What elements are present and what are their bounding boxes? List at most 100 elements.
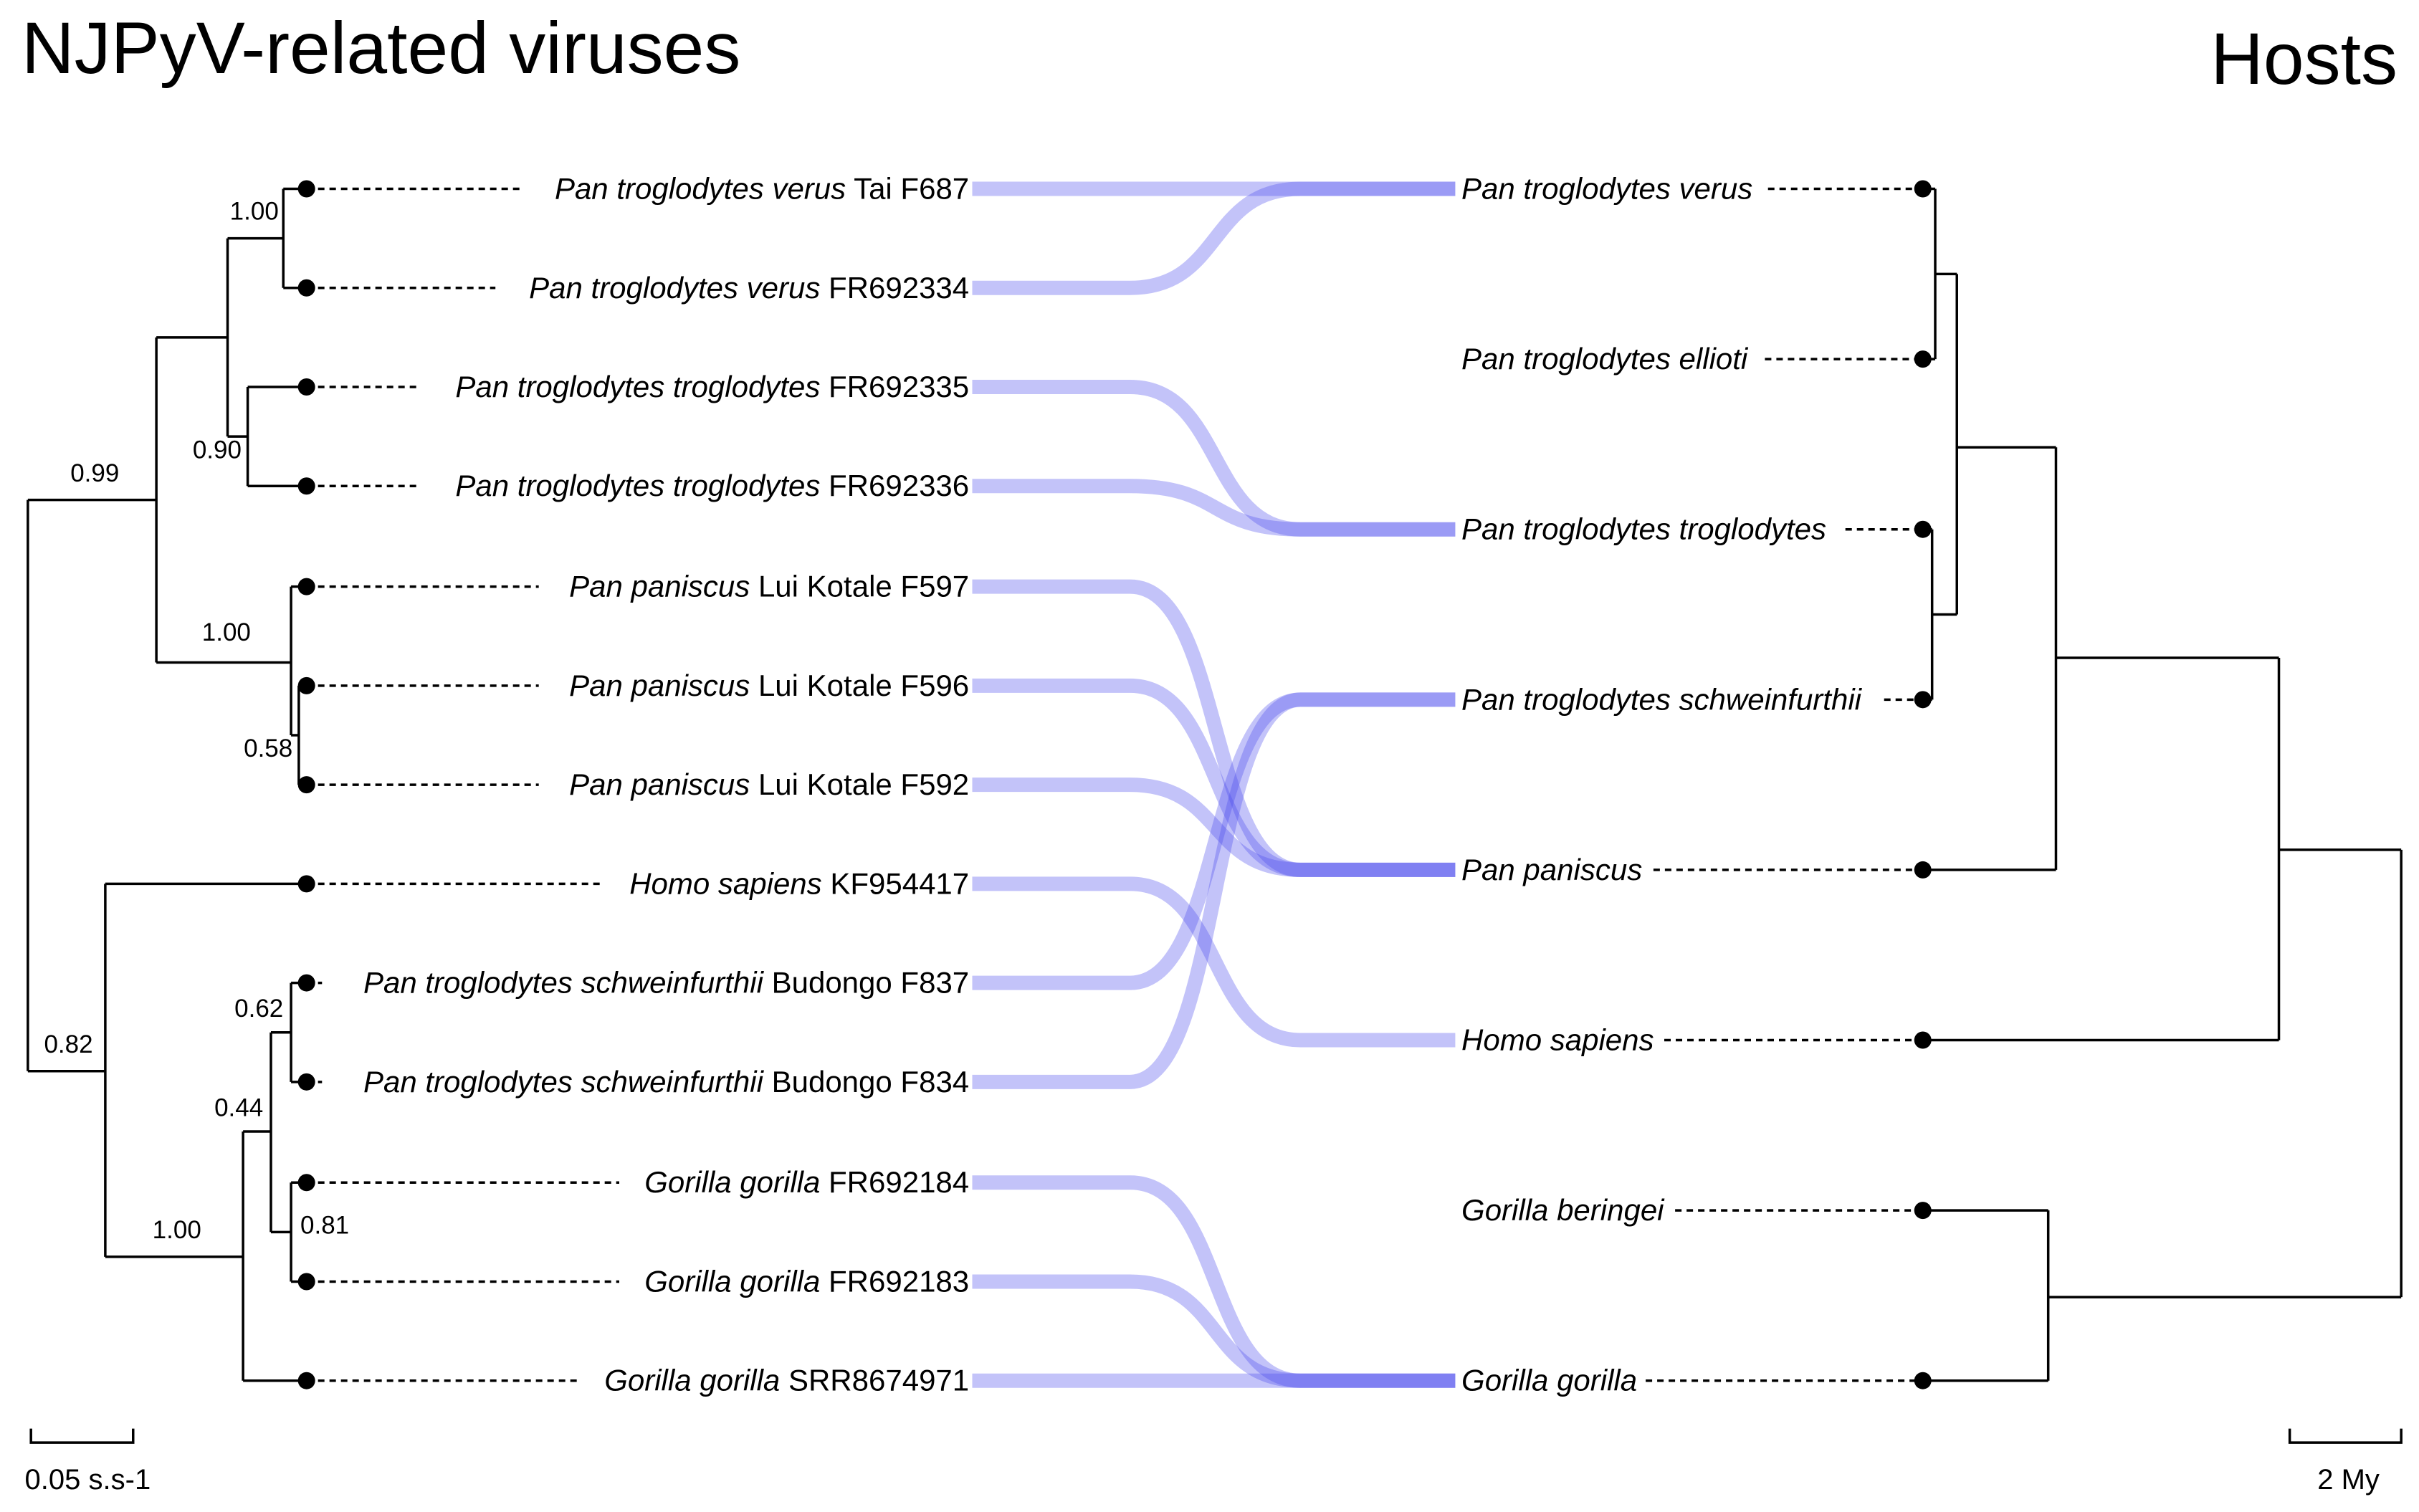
association-link [972, 678, 1456, 877]
virus-tip-dot [297, 378, 315, 396]
association-link [972, 692, 1456, 990]
host-tip-dot [1914, 1202, 1932, 1220]
support-value: 0.62 [234, 995, 283, 1023]
host-species-name: Gorilla beringei [1461, 1193, 1665, 1227]
association-link [972, 380, 1456, 537]
virus-species-name: Pan paniscus [569, 669, 750, 702]
association-link [972, 777, 1456, 877]
association-link [972, 692, 1456, 1089]
host-taxon-label: Gorilla gorilla [1461, 1364, 1637, 1397]
host-species-name: Homo sapiens [1461, 1023, 1654, 1057]
host-tip-dot [1914, 180, 1932, 198]
association-link [972, 1175, 1456, 1388]
host-taxon-label: Homo sapiens [1461, 1023, 1654, 1057]
virus-species-name: Pan troglodytes schweinfurthii [363, 1065, 765, 1099]
virus-tree-title: NJPyV-related viruses [22, 7, 740, 89]
virus-species-name: Pan troglodytes verus [529, 271, 820, 305]
virus-taxon-label: Pan paniscus Lui Kotale F596 [569, 669, 969, 702]
virus-strain-name: FR692184 [820, 1165, 969, 1199]
virus-tip-dot [297, 1372, 315, 1389]
virus-taxon-label: Pan troglodytes schweinfurthii Budongo F… [363, 966, 969, 1000]
support-value: 1.00 [153, 1216, 201, 1244]
virus-strain-name: FR692335 [820, 370, 969, 403]
virus-species-name: Homo sapiens [629, 866, 821, 900]
virus-strain-name: Budongo F837 [763, 966, 969, 1000]
host-species-name: Pan troglodytes verus [1461, 172, 1752, 206]
virus-species-name: Pan paniscus [569, 767, 750, 801]
virus-species-name: Gorilla gorilla [644, 1264, 820, 1298]
support-value: 0.58 [244, 735, 292, 762]
virus-taxon-label: Pan troglodytes verus FR692334 [529, 271, 969, 305]
virus-species-name: Gorilla gorilla [604, 1364, 780, 1397]
virus-species-name: Pan troglodytes verus [555, 172, 846, 206]
association-link [972, 181, 1456, 295]
virus-strain-name: SRR8674971 [780, 1364, 969, 1397]
host-species-name: Gorilla gorilla [1461, 1364, 1637, 1397]
virus-tip-dot [297, 578, 315, 595]
scale-bars: 0.05 s.s-1 2 My [25, 1428, 2403, 1496]
virus-tip-dot [297, 1174, 315, 1192]
host-tip-dot [1914, 350, 1932, 368]
virus-tip-dot [297, 477, 315, 495]
support-value: 0.81 [300, 1212, 349, 1240]
scale-bar [29, 1428, 135, 1444]
virus-strain-name: FR692336 [820, 469, 969, 502]
support-value: 1.00 [230, 198, 279, 226]
virus-tip-dot [297, 676, 315, 694]
virus-taxon-label: Gorilla gorilla SRR8674971 [604, 1364, 969, 1397]
host-scale-label: 2 My [2317, 1464, 2380, 1496]
virus-strain-name: Lui Kotale F596 [750, 669, 969, 702]
virus-tip-dot [297, 180, 315, 198]
virus-strain-name: Lui Kotale F592 [750, 767, 969, 801]
host-species-name: Pan troglodytes schweinfurthii [1461, 682, 1863, 716]
host-tree-title: Hosts [2210, 18, 2397, 100]
virus-taxon-label: Pan troglodytes verus Tai F687 [555, 172, 969, 206]
host-tip-dot [1914, 1031, 1932, 1049]
host-tip-dot [1914, 1372, 1932, 1389]
virus-taxon-label: Pan troglodytes troglodytes FR692335 [455, 370, 969, 403]
host-tip-dot [1914, 691, 1932, 709]
host-taxon-label: Gorilla beringei [1461, 1193, 1665, 1227]
tree-branches [27, 180, 2403, 1389]
virus-taxon-label: Pan paniscus Lui Kotale F597 [569, 570, 969, 603]
virus-strain-name: FR692183 [820, 1264, 969, 1298]
scale-bar [2288, 1428, 2403, 1444]
host-species-name: Pan paniscus [1461, 853, 1642, 886]
virus-scale-label: 0.05 s.s-1 [25, 1464, 151, 1496]
host-taxon-label: Pan troglodytes ellioti [1461, 342, 1749, 375]
host-tip-dot [1914, 861, 1932, 879]
host-taxon-label: Pan troglodytes troglodytes [1461, 512, 1826, 546]
virus-strain-name: Lui Kotale F597 [750, 570, 969, 603]
host-taxon-label: Pan troglodytes verus [1461, 172, 1752, 206]
association-link [972, 579, 1456, 877]
support-value: 0.82 [44, 1030, 92, 1058]
virus-tip-dot [297, 1073, 315, 1091]
virus-taxon-label: Homo sapiens KF954417 [629, 866, 969, 900]
host-taxon-label: Pan paniscus [1461, 853, 1642, 886]
association-links [972, 181, 1456, 1388]
support-value: 1.00 [202, 618, 251, 646]
virus-taxon-label: Gorilla gorilla FR692184 [644, 1165, 969, 1199]
association-link [972, 1274, 1456, 1388]
host-species-name: Pan troglodytes ellioti [1461, 342, 1749, 375]
virus-strain-name: Tai F687 [846, 172, 969, 206]
support-value: 0.44 [214, 1094, 263, 1121]
support-value: 0.99 [70, 459, 119, 487]
virus-taxon-label: Pan paniscus Lui Kotale F592 [569, 767, 969, 801]
association-link [972, 479, 1456, 537]
virus-tip-dot [297, 776, 315, 794]
virus-species-name: Pan troglodytes troglodytes [455, 370, 820, 403]
virus-strain-name: KF954417 [822, 866, 970, 900]
virus-taxon-label: Pan troglodytes troglodytes FR692336 [455, 469, 969, 502]
virus-species-name: Pan troglodytes schweinfurthii [363, 966, 765, 1000]
virus-tip-dot [297, 279, 315, 297]
virus-strain-name: FR692334 [820, 271, 969, 305]
host-taxon-label: Pan troglodytes schweinfurthii [1461, 682, 1863, 716]
virus-species-name: Pan troglodytes troglodytes [455, 469, 820, 502]
virus-species-name: Gorilla gorilla [644, 1165, 820, 1199]
virus-tip-dot [297, 1273, 315, 1291]
virus-species-name: Pan paniscus [569, 570, 750, 603]
virus-tip-dot [297, 974, 315, 992]
